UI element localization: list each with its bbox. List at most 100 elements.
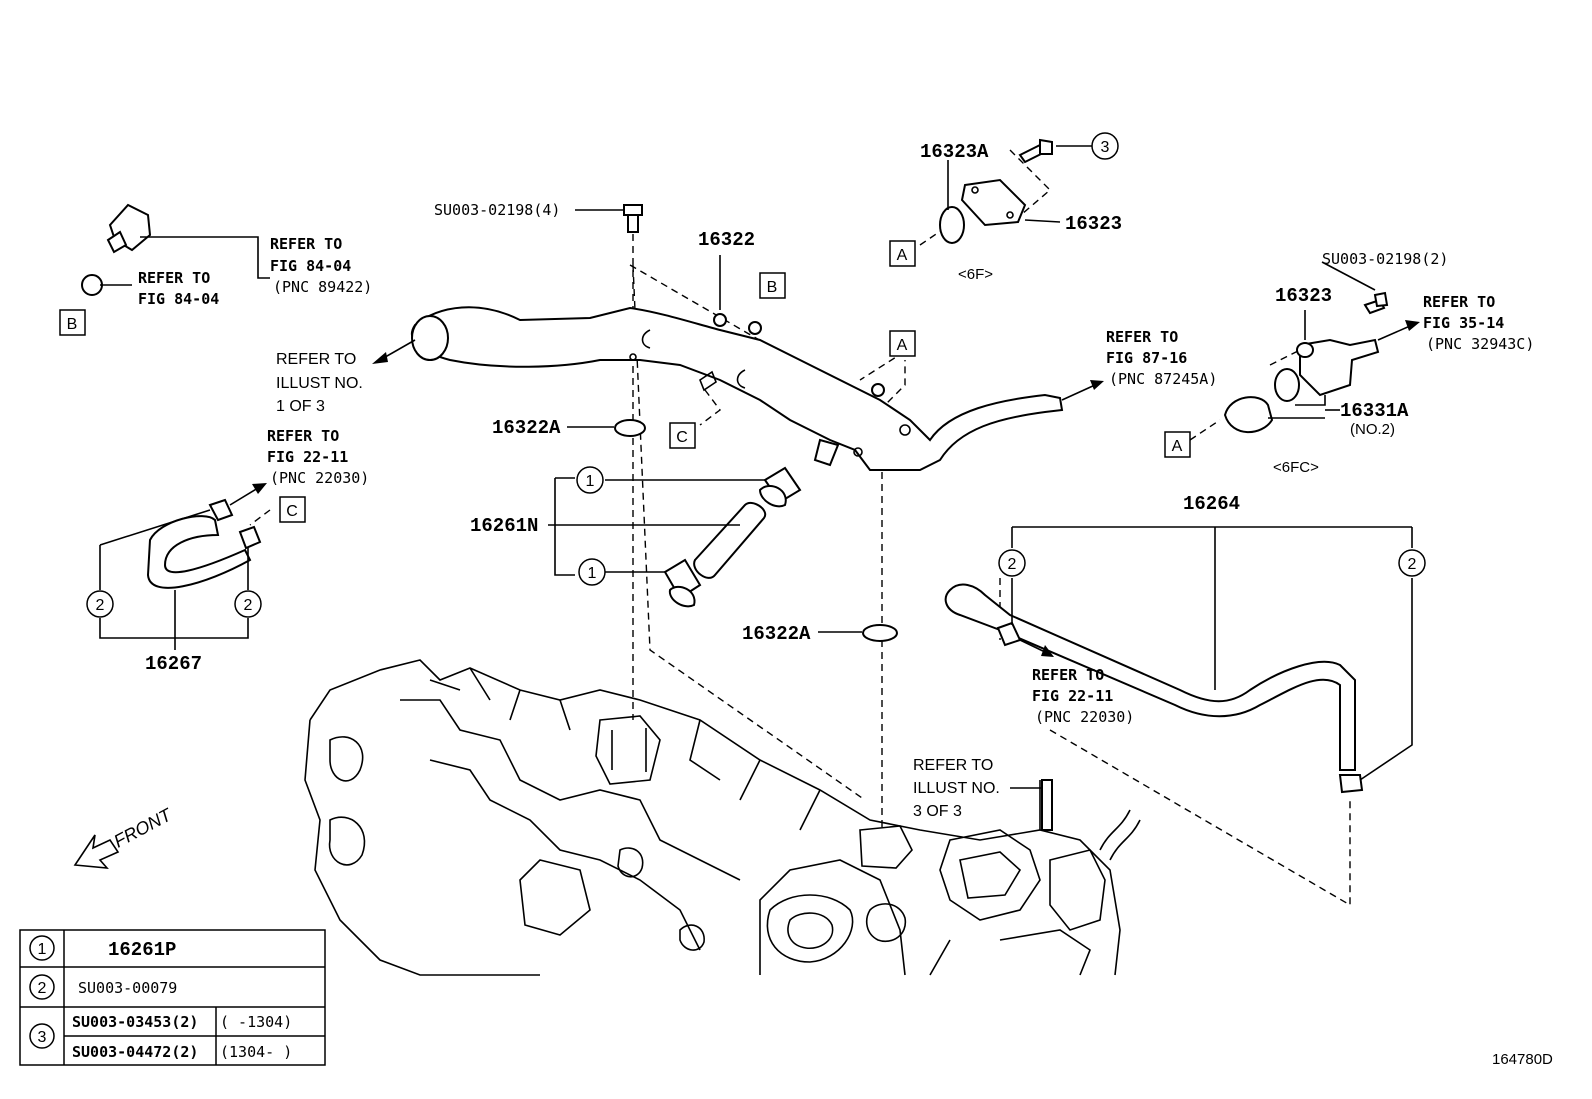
marker-2-right-a: 2 xyxy=(998,549,1026,577)
bolt-main xyxy=(623,204,643,233)
legend-row-1: 1 16261P xyxy=(29,935,176,961)
dashed-leaders xyxy=(249,149,1351,907)
marker-3-top: 3 xyxy=(1091,132,1119,160)
ref-box-b-1: B xyxy=(59,309,86,336)
svg-text:2: 2 xyxy=(96,597,105,614)
svg-text:FIG 84-04: FIG 84-04 xyxy=(270,257,351,275)
svg-text:(PNC 22030): (PNC 22030) xyxy=(270,469,369,487)
svg-text:2: 2 xyxy=(38,980,47,997)
svg-text:REFER TO: REFER TO xyxy=(913,757,993,774)
svg-text:A: A xyxy=(897,337,908,354)
svg-text:(PNC 89422): (PNC 89422) xyxy=(273,278,372,296)
part-label-16267: 16267 xyxy=(145,653,202,675)
svg-text:B: B xyxy=(767,279,778,296)
part-label-16323-right: 16323 xyxy=(1275,285,1332,307)
reference-arrows xyxy=(229,320,1420,657)
outlet-16323-right xyxy=(1223,291,1389,434)
svg-text:(PNC 22030): (PNC 22030) xyxy=(1035,708,1134,726)
svg-text:3 OF 3: 3 OF 3 xyxy=(913,803,962,820)
solid-leaders xyxy=(99,145,1413,789)
callout-pipe-left: REFER TO ILLUST NO. 1 OF 3 xyxy=(276,351,363,415)
svg-text:ILLUST NO.: ILLUST NO. xyxy=(913,780,1000,797)
svg-text:REFER TO: REFER TO xyxy=(138,269,210,287)
ref-box-a-3: A xyxy=(1164,431,1191,458)
front-label: FRONT xyxy=(110,804,176,852)
temperature-sensor xyxy=(81,203,152,296)
legend-row-2: 2 SU003-00079 xyxy=(29,974,177,1000)
hose-16267 xyxy=(146,498,262,589)
svg-text:REFER TO: REFER TO xyxy=(270,235,342,253)
svg-text:C: C xyxy=(676,429,688,446)
svg-text:2: 2 xyxy=(1408,556,1417,573)
ref-box-c-2: C xyxy=(279,496,306,523)
svg-text:ILLUST NO.: ILLUST NO. xyxy=(276,375,363,392)
ref-box-c-1: C xyxy=(669,422,696,449)
hose-16264 xyxy=(944,583,1364,794)
svg-text:REFER TO: REFER TO xyxy=(276,351,356,368)
svg-text:( -1304): ( -1304) xyxy=(220,1013,292,1031)
svg-text:2: 2 xyxy=(1008,556,1017,573)
svg-text:(PNC 32943C): (PNC 32943C) xyxy=(1426,335,1534,353)
variant-6F: <6F> xyxy=(958,266,993,283)
callout-gasket-b: REFER TO FIG 84-04 xyxy=(138,269,219,308)
figure-id: 164780D xyxy=(1492,1051,1553,1068)
svg-text:(1304- ): (1304- ) xyxy=(220,1043,292,1061)
svg-text:A: A xyxy=(897,247,908,264)
callout-hose-left: REFER TO FIG 22-11 (PNC 22030) xyxy=(267,427,369,487)
gasket-16322A-upper xyxy=(614,419,646,437)
svg-text:REFER TO: REFER TO xyxy=(267,427,339,445)
engine-block-illustration xyxy=(304,659,1141,976)
callout-clamp-right: REFER TO FIG 22-11 (PNC 22030) xyxy=(1032,666,1134,726)
svg-text:1: 1 xyxy=(38,941,47,958)
svg-text:(PNC 87245A): (PNC 87245A) xyxy=(1109,370,1217,388)
part-label-16331A-sub: (NO.2) xyxy=(1350,421,1395,438)
svg-text:FIG 87-16: FIG 87-16 xyxy=(1106,349,1187,367)
cover-16323-top xyxy=(939,138,1053,244)
part-label-16322: 16322 xyxy=(698,229,755,251)
hose-16261N xyxy=(663,466,802,608)
svg-text:REFER TO: REFER TO xyxy=(1423,293,1495,311)
svg-text:3: 3 xyxy=(38,1029,47,1046)
part-label-16323-top: 16323 xyxy=(1065,213,1122,235)
svg-text:FIG 22-11: FIG 22-11 xyxy=(1032,687,1113,705)
part-label-16261N: 16261N xyxy=(470,515,538,537)
svg-text:1: 1 xyxy=(586,473,595,490)
callout-pipe-right: REFER TO FIG 87-16 (PNC 87245A) xyxy=(1106,328,1217,388)
svg-text:REFER TO: REFER TO xyxy=(1106,328,1178,346)
marker-2-right-b: 2 xyxy=(1398,549,1426,577)
svg-text:C: C xyxy=(286,503,298,520)
marker-2-left-a: 2 xyxy=(86,590,114,618)
svg-text:16261P: 16261P xyxy=(108,939,176,961)
ref-box-a-1: A xyxy=(889,240,916,267)
marker-1-lower: 1 xyxy=(578,558,606,586)
svg-text:FIG 22-11: FIG 22-11 xyxy=(267,448,348,466)
callout-top-sensor: REFER TO FIG 84-04 (PNC 89422) xyxy=(270,235,372,296)
svg-text:2: 2 xyxy=(244,597,253,614)
stud-pin xyxy=(1041,779,1053,831)
svg-text:1: 1 xyxy=(588,565,597,582)
svg-text:3: 3 xyxy=(1101,139,1110,156)
svg-text:FIG 35-14: FIG 35-14 xyxy=(1423,314,1504,332)
ref-box-b-2: B xyxy=(759,272,786,299)
svg-text:1 OF 3: 1 OF 3 xyxy=(276,398,325,415)
callout-outlet: REFER TO FIG 35-14 (PNC 32943C) xyxy=(1423,293,1534,353)
variant-6FC: <6FC> xyxy=(1273,459,1319,476)
part-label-16264: 16264 xyxy=(1183,493,1240,515)
part-label-16322A-lower: 16322A xyxy=(742,623,811,645)
part-label-16331A: 16331A xyxy=(1340,400,1409,422)
svg-text:SU003-04472(2): SU003-04472(2) xyxy=(72,1043,198,1061)
marker-1-upper: 1 xyxy=(576,466,604,494)
gasket-16322A-lower xyxy=(862,624,898,642)
svg-text:B: B xyxy=(67,316,78,333)
part-label-16323A: 16323A xyxy=(920,141,989,163)
ref-box-a-2: A xyxy=(889,330,916,357)
legend-row-3: 3 SU003-03453(2) ( -1304) SU003-04472(2)… xyxy=(29,1013,292,1061)
legend-table: 1 16261P 2 SU003-00079 3 SU003-03453(2) … xyxy=(19,929,326,1066)
svg-text:A: A xyxy=(1172,438,1183,455)
part-label-bolt-main: SU003-02198(4) xyxy=(434,201,560,219)
part-label-16322A-upper: 16322A xyxy=(492,417,561,439)
svg-text:FIG 84-04: FIG 84-04 xyxy=(138,290,219,308)
marker-2-left-b: 2 xyxy=(234,590,262,618)
part-label-bolt-right: SU003-02198(2) xyxy=(1322,250,1448,268)
